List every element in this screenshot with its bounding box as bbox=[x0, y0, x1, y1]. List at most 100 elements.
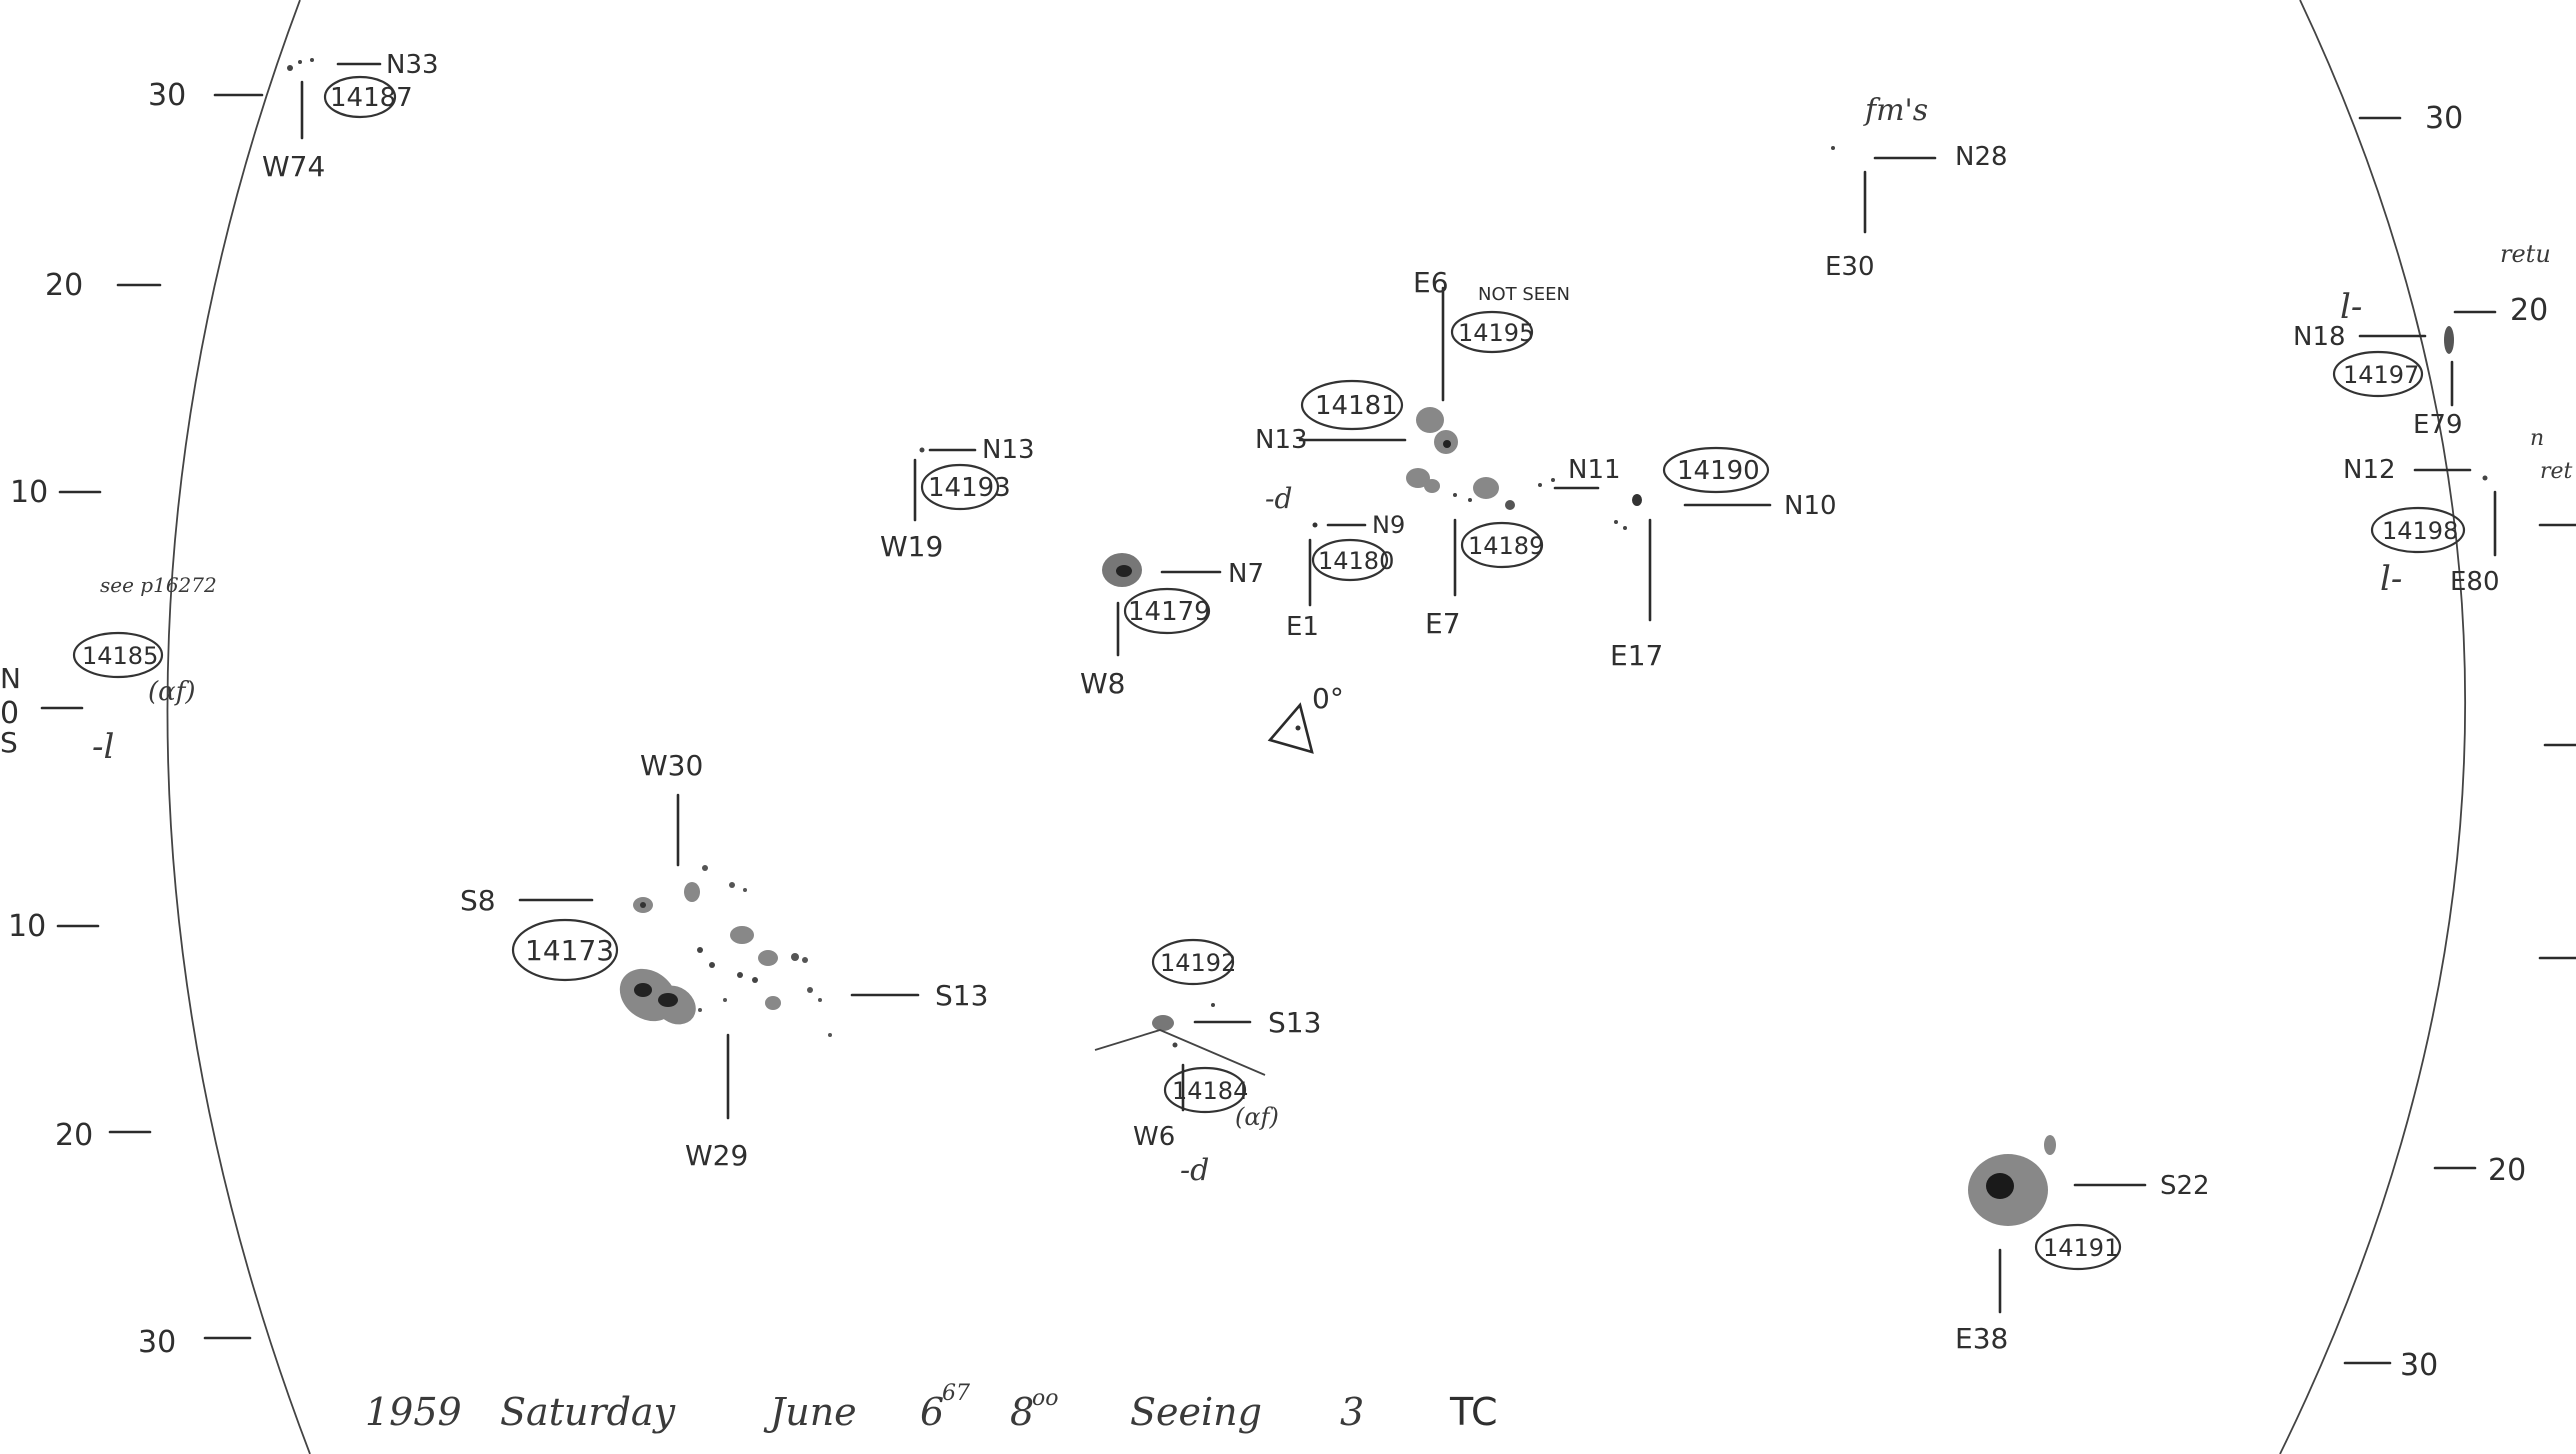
lat-label-left-10n: 10 bbox=[10, 475, 48, 510]
sunspot-group-14185: see p16272 14185 -l (αf) bbox=[72, 573, 217, 767]
lat-label-left-20n: 20 bbox=[45, 268, 83, 303]
solar-limb-right bbox=[2279, 0, 2466, 1454]
sunspot-marker-n28: fm's N28 E30 bbox=[1825, 93, 2008, 282]
note-l: l- bbox=[2340, 287, 2362, 327]
sunspot-group-14191: S22 14191 E38 bbox=[1955, 1135, 2210, 1355]
group-number: 14189 bbox=[1468, 532, 1544, 560]
lon-label: W74 bbox=[262, 150, 325, 183]
sunspot-group-14198: N12 14198 l- E80 bbox=[2343, 455, 2500, 599]
lon-label-top: W30 bbox=[640, 749, 703, 782]
footer-seeing-value: 3 bbox=[1340, 1390, 1364, 1434]
lat-label-left: S8 bbox=[460, 884, 496, 917]
lat-label: S13 bbox=[1268, 1006, 1321, 1039]
group-number: 14198 bbox=[2382, 517, 2458, 545]
note-fms: fm's bbox=[1863, 93, 1928, 128]
lat-label-left-equator: 0 bbox=[0, 696, 19, 731]
lon-label: W8 bbox=[1080, 667, 1126, 700]
group-number: 14179 bbox=[1128, 597, 1211, 627]
sunspot-group-14197: l- N18 14197 E79 bbox=[2293, 287, 2463, 440]
footer-day: Saturday bbox=[500, 1390, 676, 1434]
sunspot-group-14184: 14184 W6 -d (αf) bbox=[1133, 1042, 1279, 1188]
note-alpha-f: (αf) bbox=[148, 677, 195, 707]
hemisphere-south: S bbox=[0, 726, 18, 759]
lat-label-right: S13 bbox=[935, 979, 988, 1012]
group-number: 14197 bbox=[2343, 361, 2419, 389]
footer-month: June bbox=[763, 1390, 857, 1434]
sunspot-group-14195: NOT SEEN 14195 bbox=[1450, 284, 1570, 354]
lat-label-right-30n: 30 bbox=[2425, 101, 2463, 136]
pole-orientation-mark: 0° bbox=[1267, 682, 1344, 754]
note-d: -d bbox=[1265, 482, 1292, 515]
lat-label: N18 bbox=[2293, 322, 2346, 352]
note-l: -l bbox=[92, 727, 114, 767]
note-l: l- bbox=[2380, 559, 2402, 599]
right-latitude-scale: 30 20 20 30 bbox=[2343, 101, 2576, 1383]
footer-seeing-label: Seeing bbox=[1130, 1390, 1262, 1434]
footer-date-line: 1959 Saturday June 6 67 8 oo Seeing 3 TC bbox=[365, 1381, 1498, 1434]
lon-label: E6 bbox=[1413, 266, 1449, 299]
lon-label-bottom: W29 bbox=[685, 1139, 748, 1172]
lat-label: N13 bbox=[1255, 425, 1308, 455]
lat-label: N9 bbox=[1372, 511, 1405, 539]
lat-label: N28 bbox=[1955, 142, 2008, 172]
left-latitude-scale: 30 20 10 0 N S 10 20 30 bbox=[0, 78, 264, 1360]
lon-label: E79 bbox=[2413, 410, 2463, 440]
lat-label-left-20s: 20 bbox=[55, 1118, 93, 1153]
sunspot-group-14192: 14192 S13 bbox=[1094, 938, 1321, 1076]
pole-angle-label: 0° bbox=[1312, 682, 1344, 715]
footer-year: 1959 bbox=[365, 1390, 462, 1434]
lon-label: E80 bbox=[2450, 567, 2500, 597]
sunspot-group-14181: 14181 N13 E6 bbox=[1255, 266, 1515, 510]
lon-label: E38 bbox=[1955, 1322, 2008, 1355]
sunspot-group-14180: N9 -d 14180 E1 bbox=[1265, 482, 1405, 642]
sunspot-group-14179: N7 14179 W8 bbox=[1080, 553, 1264, 700]
lat-label-left-10s: 10 bbox=[8, 909, 46, 944]
lon-label: E7 bbox=[1425, 607, 1461, 640]
lat-label-right-20n: 20 bbox=[2510, 293, 2548, 328]
group-number: 14180 bbox=[1318, 547, 1394, 575]
lat-label: N33 bbox=[386, 50, 439, 80]
sunspot-group-14189: N11 14189 E7 bbox=[1425, 455, 1621, 640]
lat-label: N7 bbox=[1228, 559, 1264, 589]
edge-note-mid: n bbox=[2530, 426, 2544, 451]
lat-label: S22 bbox=[2160, 1171, 2210, 1201]
lat-label-right-30s: 30 bbox=[2400, 1348, 2438, 1383]
lon-label: E30 bbox=[1825, 252, 1875, 282]
note-see-page: see p16272 bbox=[100, 573, 217, 597]
hemisphere-north: N bbox=[0, 662, 21, 695]
edge-notes: retu n ret bbox=[2500, 240, 2573, 484]
footer-observer: TC bbox=[1449, 1390, 1498, 1434]
lat-label-right-20s: 20 bbox=[2488, 1153, 2526, 1188]
lon-label: W6 bbox=[1133, 1122, 1175, 1152]
group-number: 14193 bbox=[928, 473, 1011, 503]
group-number: 14195 bbox=[1458, 319, 1534, 347]
footer-date: 6 bbox=[920, 1390, 944, 1434]
lat-label: N11 bbox=[1568, 455, 1621, 485]
lat-label-left-30n: 30 bbox=[148, 78, 186, 113]
sunspot-group-14193: N13 14193 W19 bbox=[880, 435, 1035, 563]
sunspot-group-14190: 14190 N10 E17 bbox=[1610, 446, 1837, 672]
group-number: 14190 bbox=[1677, 456, 1760, 486]
group-number: 14184 bbox=[1172, 1077, 1248, 1105]
lon-label: W19 bbox=[880, 530, 943, 563]
edge-note-top: retu bbox=[2500, 240, 2551, 268]
edge-note-mid2: ret bbox=[2540, 459, 2573, 484]
sunspot-group-14173: W30 S8 14173 S13 W29 bbox=[460, 749, 988, 1172]
lat-label: N13 bbox=[982, 435, 1035, 465]
solar-limb-left bbox=[166, 0, 311, 1454]
lat-label-left-30s: 30 bbox=[138, 1325, 176, 1360]
lat-label: N10 bbox=[1784, 491, 1837, 521]
group-number: 14187 bbox=[330, 83, 413, 113]
group-number: 14191 bbox=[2043, 1234, 2119, 1262]
note-not-seen: NOT SEEN bbox=[1478, 284, 1570, 305]
footer-time-sup: oo bbox=[1032, 1386, 1059, 1411]
group-number: 14192 bbox=[1160, 949, 1236, 977]
group-number: 14185 bbox=[82, 642, 158, 670]
footer-date-sup: 67 bbox=[942, 1381, 970, 1406]
group-number: 14173 bbox=[525, 934, 614, 967]
lon-label: E17 bbox=[1610, 639, 1663, 672]
footer-time: 8 bbox=[1010, 1390, 1034, 1434]
note-alpha-f: (αf) bbox=[1235, 1103, 1279, 1131]
